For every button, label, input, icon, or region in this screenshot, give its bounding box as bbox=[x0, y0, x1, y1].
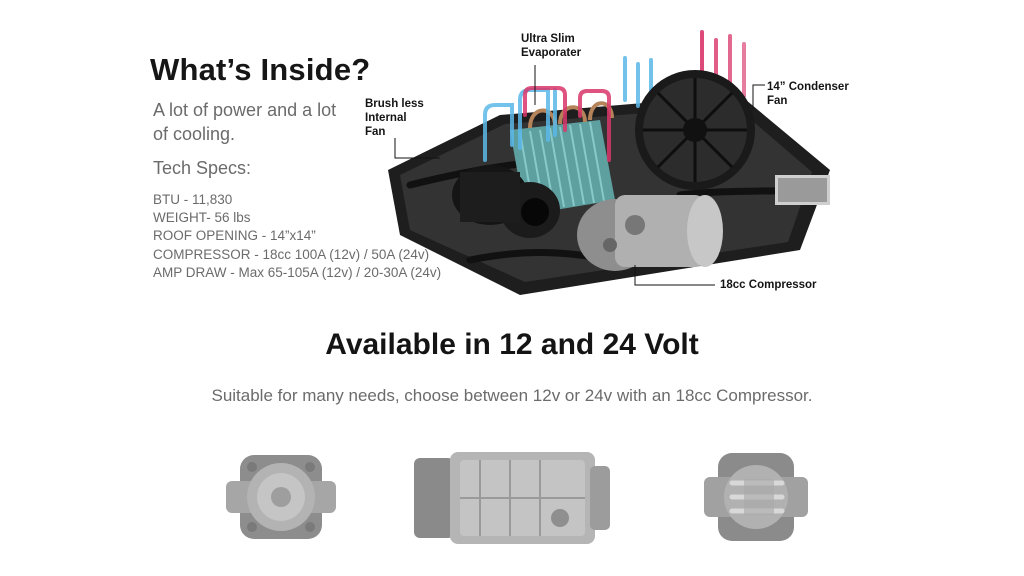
tech-specs-title: Tech Specs: bbox=[153, 158, 252, 178]
callout-internal-fan: Brush less Internal Fan bbox=[365, 98, 424, 138]
tech-specs-list: BTU - 11,830 WEIGHT- 56 lbs ROOF OPENING… bbox=[153, 191, 441, 282]
compressor-rear-view bbox=[704, 453, 808, 541]
spec-btu: BTU - 11,830 bbox=[153, 192, 233, 207]
callout-evaporator: Ultra Slim Evaporater bbox=[521, 33, 582, 59]
spec-compressor: COMPRESSOR - 18cc 100A (12v) / 50A (24v) bbox=[153, 246, 430, 262]
spec-roof-opening: ROOF OPENING - 14”x14” bbox=[153, 228, 316, 244]
callout-compressor: 18cc Compressor bbox=[720, 279, 817, 291]
intro-text: A lot of power and a lot of cooling. bbox=[153, 100, 337, 144]
section-subtitle: Suitable for many needs, choose between … bbox=[211, 386, 813, 405]
spec-weight: WEIGHT- 56 lbs bbox=[153, 210, 251, 226]
spec-amp-draw: AMP DRAW - Max 65-105A (12v) / 20-30A (2… bbox=[153, 264, 442, 280]
compressor-front-view bbox=[226, 455, 336, 539]
section-title: Available in 12 and 24 Volt bbox=[325, 328, 699, 361]
callout-condenser-fan: 14” Condenser Fan bbox=[767, 81, 849, 107]
compressor-side-view bbox=[414, 452, 610, 544]
condenser-fan bbox=[635, 70, 755, 190]
page-title: What’s Inside? bbox=[150, 52, 371, 87]
internal-blower-fan bbox=[452, 165, 560, 238]
compressor-body bbox=[577, 195, 723, 271]
ac-unit-illustration bbox=[388, 30, 830, 295]
